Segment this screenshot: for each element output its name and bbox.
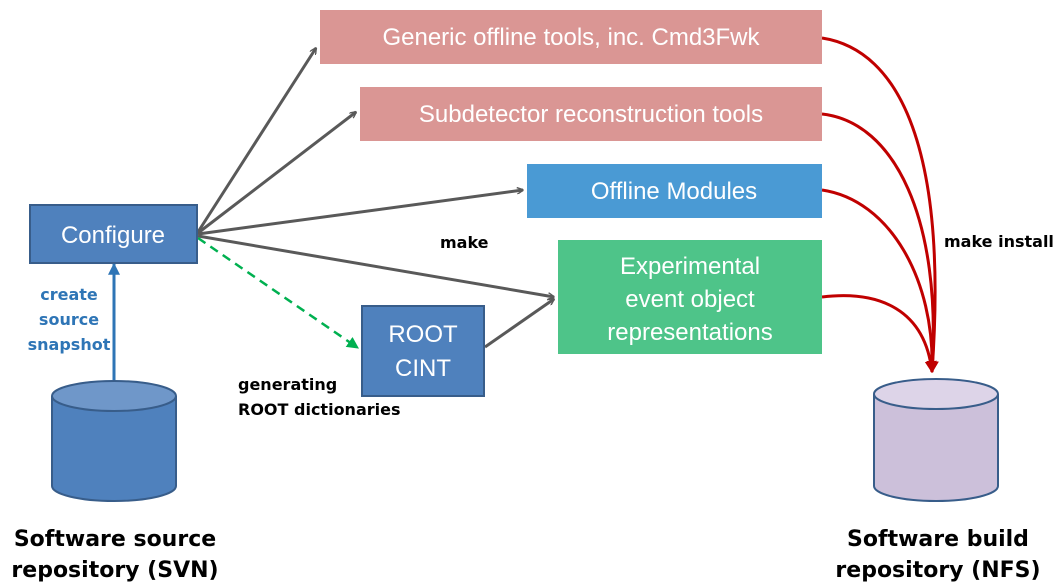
create-snapshot-line-2: source	[39, 310, 99, 329]
arrow-experimental-to-nfs	[821, 294, 937, 374]
experimental-label-line-2: event object	[625, 286, 755, 313]
generating-dict-line-2: ROOT dictionaries	[238, 400, 401, 419]
arrow-offline-to-nfs	[821, 188, 939, 374]
nfs-repository-caption: Software build repository (NFS)	[835, 527, 1040, 583]
arrow-configure-to-experimental	[197, 234, 554, 297]
install-arrows	[821, 36, 939, 374]
svn-repository-caption: Software source repository (SVN)	[11, 527, 218, 583]
root-cint-label-line-2: CINT	[395, 355, 451, 382]
arrow-configure-to-subdetector	[197, 112, 356, 235]
make-label: make	[440, 233, 489, 252]
nfs-caption-line-2: repository (NFS)	[835, 558, 1040, 583]
configure-label: Configure	[61, 222, 165, 249]
svn-cylinder-icon	[51, 380, 177, 502]
root-cint-label-line-1: ROOT	[388, 321, 458, 348]
configure-arrows	[196, 48, 554, 349]
arrow-configure-to-root-cint	[197, 236, 359, 350]
arrow-configure-to-generic	[196, 48, 318, 233]
arrow-configure-to-offline	[197, 190, 523, 236]
arrow-root-to-experimental	[484, 299, 554, 349]
configure-box: Configure	[29, 204, 198, 264]
experimental-label-line-3: representations	[607, 319, 772, 346]
generating-dict-line-1: generating	[238, 375, 337, 394]
subdetector-tools-label: Subdetector reconstruction tools	[419, 101, 763, 128]
generic-tools-box: Generic offline tools, inc. Cmd3Fwk	[320, 10, 822, 64]
root-cint-box: ROOT CINT	[361, 305, 485, 397]
make-install-label: make install	[944, 232, 1054, 251]
subdetector-tools-box: Subdetector reconstruction tools	[360, 87, 822, 141]
arrow-subdetector-to-nfs	[821, 112, 939, 374]
create-snapshot-line-3: snapshot	[28, 335, 111, 354]
arrow-generic-to-nfs	[821, 36, 939, 374]
experimental-label-line-1: Experimental	[620, 253, 760, 280]
offline-modules-box: Offline Modules	[527, 164, 822, 218]
create-snapshot-line-1: create	[40, 285, 98, 304]
create-snapshot-label: create source snapshot	[28, 285, 111, 354]
nfs-caption-line-1: Software build	[847, 527, 1029, 552]
generic-tools-label: Generic offline tools, inc. Cmd3Fwk	[382, 24, 760, 51]
nfs-cylinder-icon	[873, 378, 999, 502]
svn-caption-line-1: Software source	[14, 527, 216, 552]
offline-modules-label: Offline Modules	[591, 178, 757, 205]
experimental-box: Experimental event object representation…	[558, 240, 822, 354]
svn-caption-line-2: repository (SVN)	[11, 558, 218, 583]
generating-dictionaries-label: generating ROOT dictionaries	[238, 375, 401, 419]
